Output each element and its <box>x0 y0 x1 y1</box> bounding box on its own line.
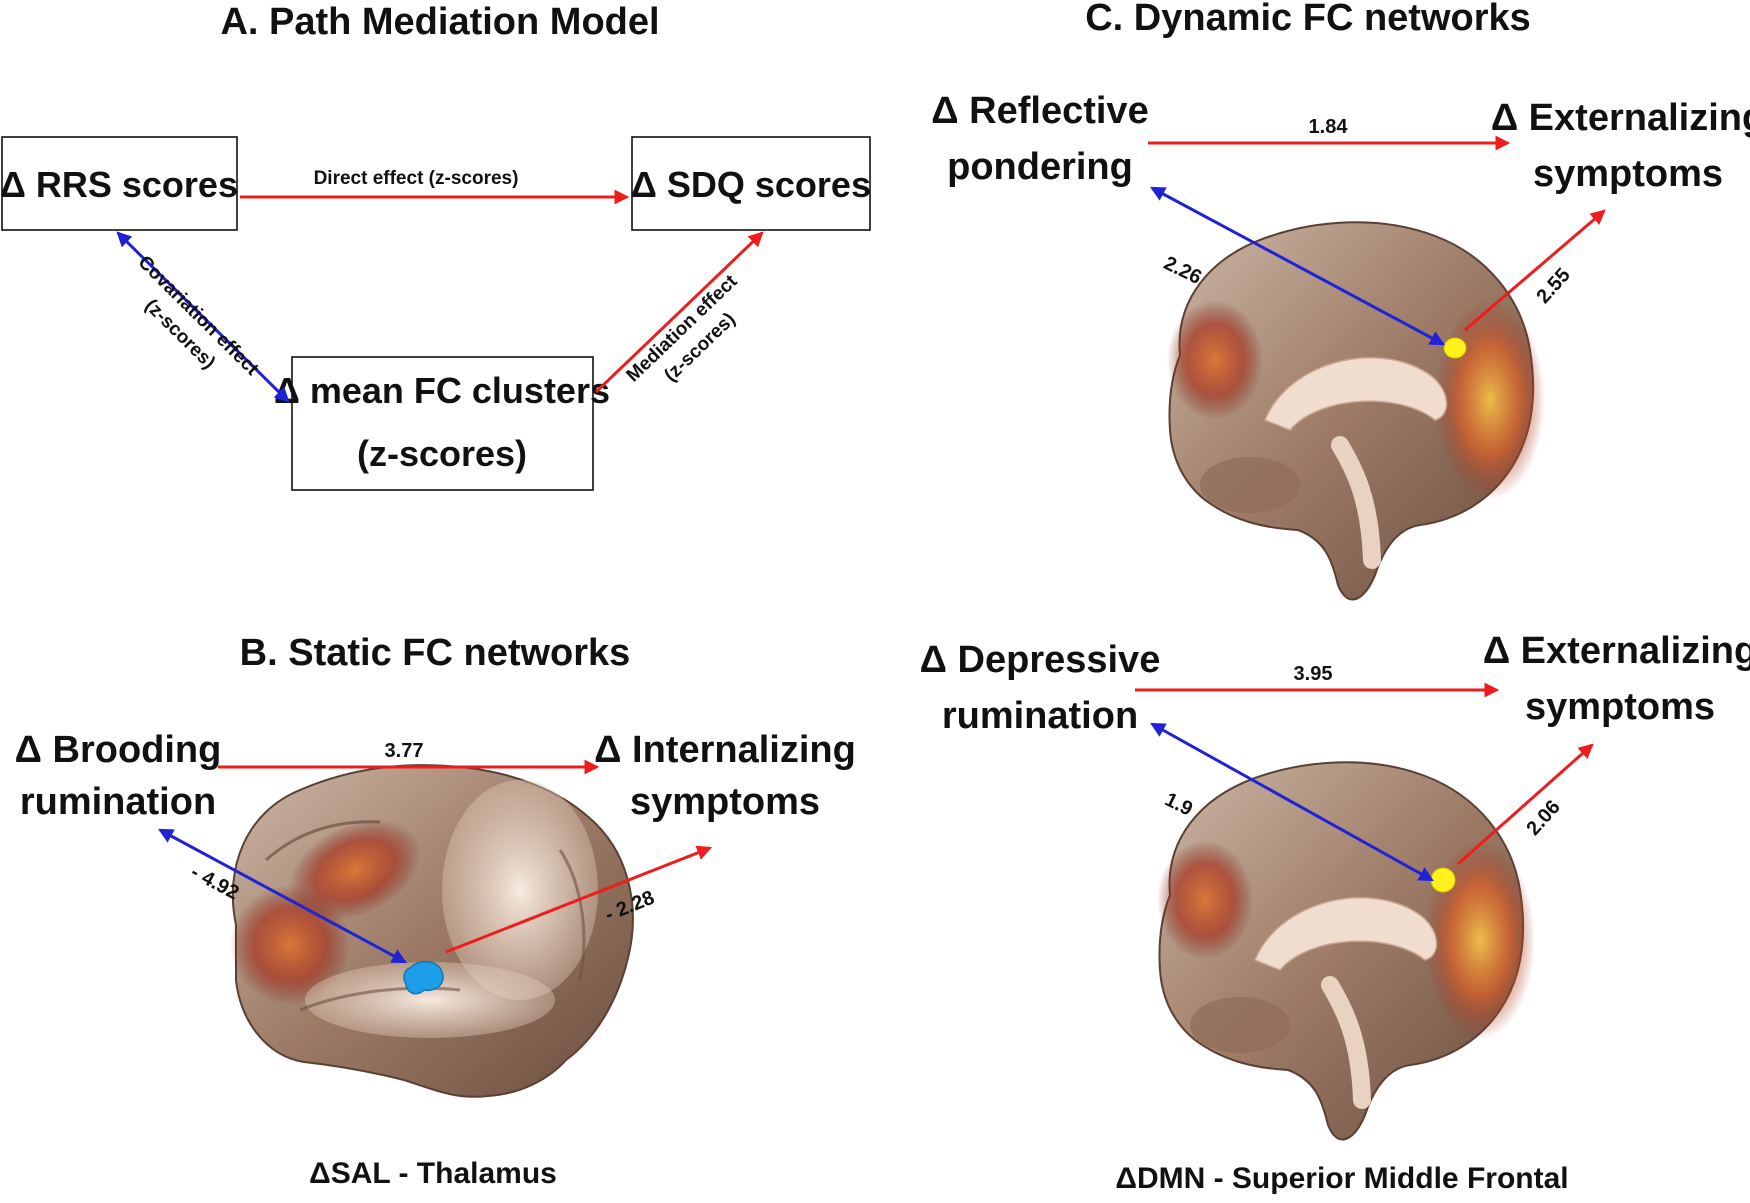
node-y-box <box>631 136 871 231</box>
panel-a-title: A. Path Mediation Model <box>220 1 659 43</box>
panel-b-y-line1: Δ Internalizing <box>594 729 856 771</box>
panel-b-y-line2: symptoms <box>630 781 820 823</box>
panel-c-caption: ΔDMN - Superior Middle Frontal <box>1115 1162 1568 1195</box>
panel-c: C. Dynamic FC networks Δ Reflective pond… <box>920 0 1750 1195</box>
panel-c-bottom-y-line1: Δ Externalizing <box>1483 630 1750 672</box>
panel-c-top-direct-coef: 1.84 <box>1309 116 1349 138</box>
medial-brain-icon-bottom <box>1157 761 1535 1141</box>
panel-b-covariation-coef: - 4.92 <box>187 861 242 904</box>
panel-b-covariation-arrow <box>158 828 407 964</box>
panel-b-direct-coef: 3.77 <box>385 740 424 762</box>
panel-b-mediation-arrow <box>445 845 713 954</box>
direct-effect-label: Direct effect (z-scores) <box>314 168 519 189</box>
sup-mid-frontal-seed-top <box>1443 337 1467 359</box>
node-m-box <box>291 356 594 491</box>
panel-c-top-mediation-coef: 2.55 <box>1532 264 1574 308</box>
panel-b-title: B. Static FC networks <box>240 632 631 674</box>
panel-b-x-line2: rumination <box>20 781 216 823</box>
panel-c-bottom-direct-coef: 3.95 <box>1294 663 1333 685</box>
panel-c-bottom-mediation-arrow <box>1457 743 1594 866</box>
panel-c-bottom-x-line2: rumination <box>942 695 1138 737</box>
panel-c-top-y-line2: symptoms <box>1533 153 1723 195</box>
panel-b-x-line1: Δ Brooding <box>15 729 222 771</box>
panel-c-bottom-x-line1: Δ Depressive <box>920 639 1161 681</box>
panel-b: B. Static FC networks Δ Brooding ruminat… <box>15 632 856 1190</box>
panel-c-top-x-line2: pondering <box>947 146 1133 188</box>
node-m-label-line1: Δ mean FC clusters <box>274 370 610 411</box>
node-x-label: Δ RRS scores <box>0 164 238 205</box>
panel-c-bottom-covariation-coef: 1.9 <box>1161 789 1196 821</box>
thalamus-seed <box>403 960 444 995</box>
panel-c-top-covariation-coef: 2.26 <box>1160 252 1205 289</box>
panel-c-bottom-y-line2: symptoms <box>1525 686 1715 728</box>
panel-c-bottom-covariation-arrow <box>1150 722 1434 882</box>
panel-b-caption: ΔSAL - Thalamus <box>309 1157 557 1190</box>
sup-mid-frontal-seed-bottom <box>1430 867 1456 893</box>
panel-c-top-mediation-arrow <box>1464 209 1606 332</box>
lateral-brain-icon <box>230 764 634 1098</box>
covariation-arrow <box>116 231 290 403</box>
panel-c-top-covariation-arrow <box>1150 186 1445 346</box>
node-y-label: Δ SDQ scores <box>631 164 871 205</box>
panel-c-top-y-line1: Δ Externalizing <box>1491 97 1750 139</box>
mediation-arrow <box>594 231 764 394</box>
panel-c-top-x-line1: Δ Reflective <box>931 90 1148 132</box>
node-m-label-line2: (z-scores) <box>357 433 527 474</box>
medial-brain-icon-top <box>1167 221 1545 601</box>
node-x-box <box>1 136 238 231</box>
panel-c-title: C. Dynamic FC networks <box>1085 0 1531 39</box>
panel-a: A. Path Mediation Model Δ RRS scores Δ S… <box>0 1 871 491</box>
